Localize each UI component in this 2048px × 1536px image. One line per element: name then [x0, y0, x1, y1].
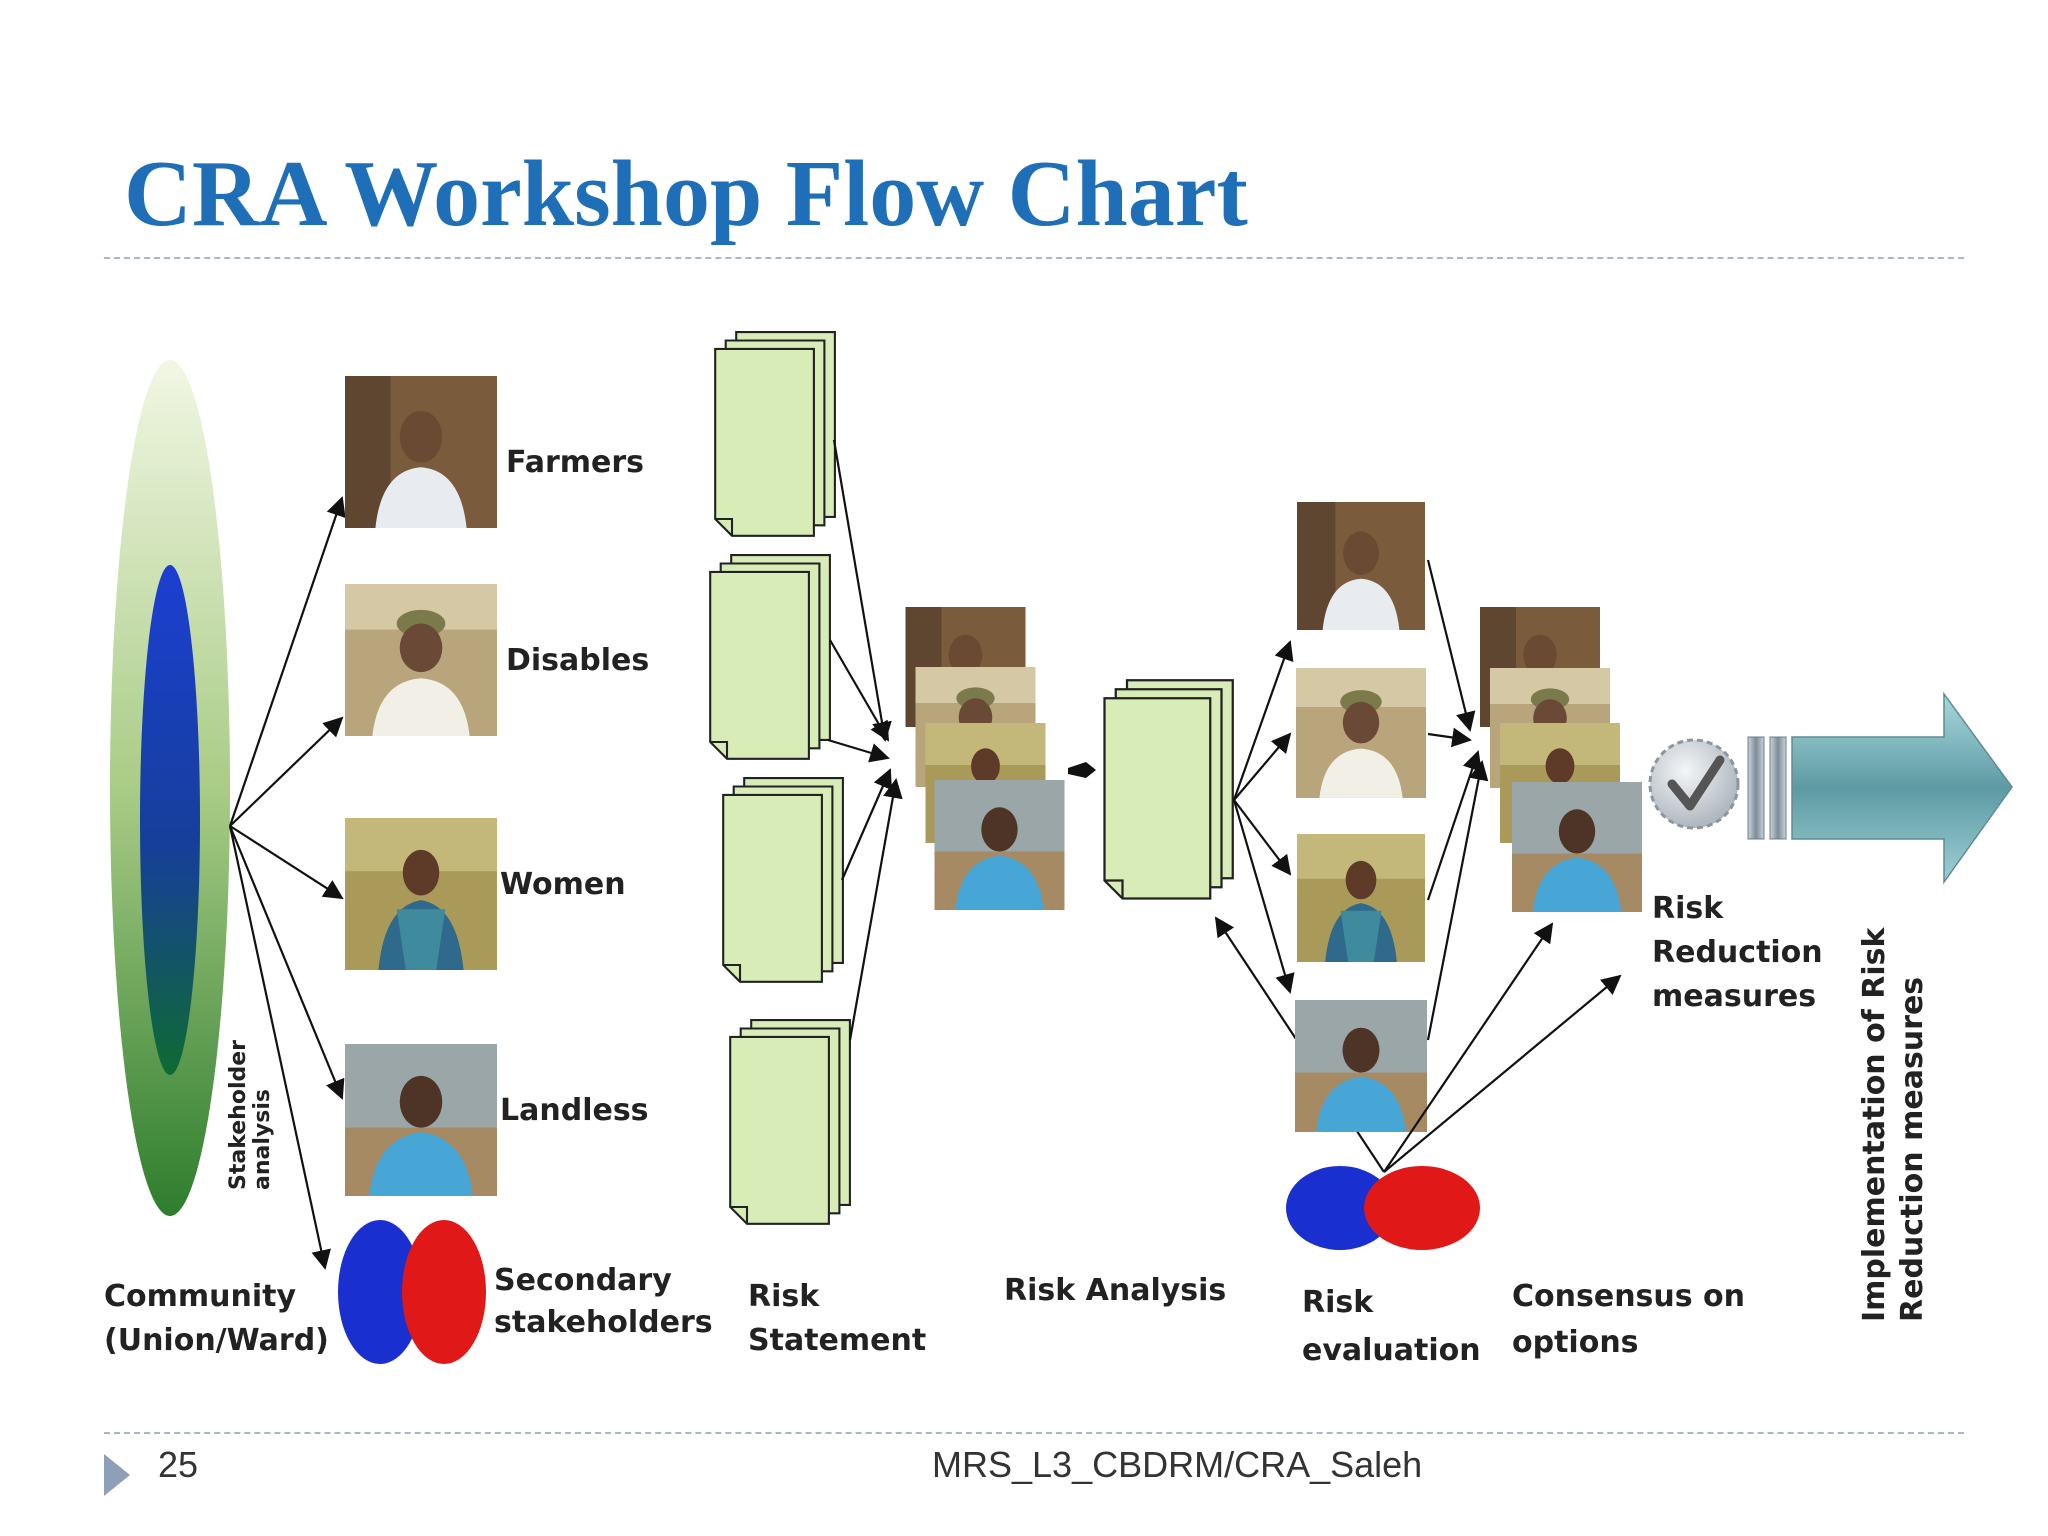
stakeholder-arrows [228, 496, 346, 1270]
risk-statement-arrows [827, 439, 903, 1041]
slide-title: CRA Workshop Flow Chart [124, 142, 1248, 246]
risk-analysis-documents [1103, 679, 1234, 900]
implementation-arrow [1747, 691, 2013, 885]
group-label-women: Women [500, 867, 626, 902]
consensus-label: Consensus on options [1512, 1279, 1755, 1360]
svg-text:Implementation of Risk: Implementation of Risk [1857, 927, 1892, 1322]
secondary-stakeholders-label: Secondary stakeholders [494, 1263, 713, 1340]
svg-text:analysis: analysis [250, 1089, 275, 1190]
combined-stakeholders-photos [905, 607, 1065, 910]
risk-analysis-arrows [1232, 640, 1295, 994]
community-ellipse [110, 360, 230, 1216]
title-divider [104, 257, 1964, 259]
stakeholder-photo-landless [345, 1044, 497, 1196]
page-number: 25 [158, 1444, 199, 1485]
stakeholder-photo-women [345, 818, 497, 970]
svg-text:Stakeholder: Stakeholder [226, 1040, 251, 1190]
risk-analysis-label: Risk Analysis [1004, 1273, 1226, 1308]
check-approval-icon [1648, 738, 1740, 830]
consensus-photos [1480, 607, 1642, 912]
evaluation-to-consensus-arrows [1383, 559, 1622, 1173]
implementation-label: Implementation of Risk Reduction measure… [1857, 927, 1930, 1322]
svg-text:Reduction measures: Reduction measures [1895, 977, 1930, 1322]
secondary-stakeholders-venn [338, 1220, 486, 1364]
risk-evaluation-photos [1295, 502, 1427, 1132]
stakeholder-analysis-label: Stakeholder analysis [226, 1040, 275, 1190]
slide-marker-icon [104, 1454, 130, 1496]
group-label-disables: Disables [506, 643, 649, 678]
risk-statement-label: Risk Statement [748, 1279, 926, 1358]
risk-reduction-label: Risk Reduction measures [1652, 891, 1833, 1014]
group-label-landless: Landless [500, 1093, 649, 1128]
risk-evaluation-label: Risk evaluation [1302, 1285, 1481, 1368]
footer-divider [104, 1432, 1964, 1434]
risk-evaluation-venn [1286, 1166, 1480, 1250]
stakeholder-photo-disables [345, 584, 497, 736]
risk-statement-documents [709, 331, 851, 1225]
group-label-farmers: Farmers [506, 445, 644, 480]
to-analysis-arrow [1068, 762, 1096, 778]
community-label: Community (Union/Ward) [104, 1279, 329, 1358]
footer-text: MRS_L3_CBDRM/CRA_Saleh [932, 1444, 1423, 1485]
stakeholder-photo-farmers [345, 376, 497, 528]
